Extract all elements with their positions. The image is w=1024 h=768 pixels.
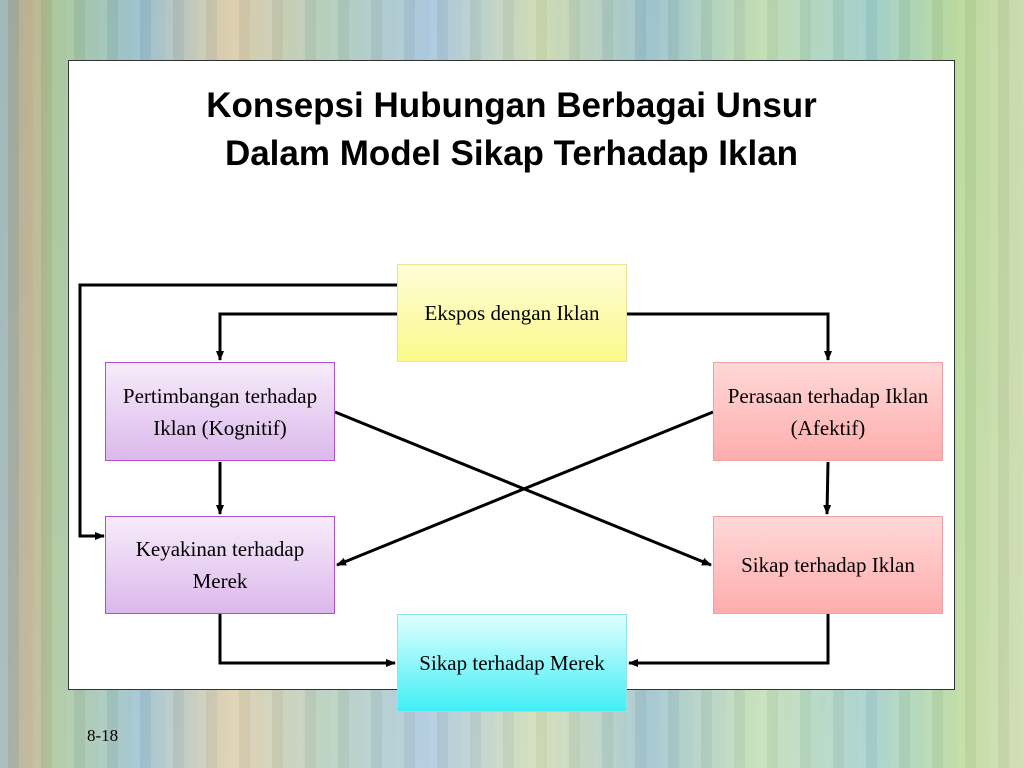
node-ad-feelings-label: Perasaan terhadap Iklan (Afektif) [727,383,929,440]
node-ad-exposure: Ekspos dengan Iklan [397,264,627,362]
connector-exposure-to-cognitive [216,312,397,361]
node-ad-exposure-label: Ekspos dengan Iklan [424,301,600,325]
connector-brand-belief-to-brand-attitude [218,614,396,667]
node-attitude-toward-ad: Sikap terhadap Iklan [713,516,943,614]
slide-number: 8-18 [87,726,119,745]
connector-affective-to-ad-attitude [823,461,832,515]
connector-affective-to-brand-belief [336,410,714,567]
slide-title-line-1: Konsepsi Hubungan Berbagai Unsur [206,86,817,125]
node-attitude-toward-brand: Sikap terhadap Merek [397,614,627,712]
node-ad-feelings: Perasaan terhadap Iklan (Afektif) [713,362,943,461]
connector-exposure-to-brand-belief [78,283,397,540]
connector-ad-attitude-to-brand-attitude [628,614,830,667]
node-ad-cognition: Pertimbangan terhadap Iklan (Kognitif) [105,362,335,461]
connector-exposure-to-affective [627,312,832,361]
slide-title-line-2: Dalam Model Sikap Terhadap Iklan [224,134,799,173]
slide-title: Konsepsi Hubungan Berbagai Unsur Dalam M… [68,82,955,178]
node-ad-cognition-label: Pertimbangan terhadap Iklan (Kognitif) [122,383,318,440]
node-attitude-toward-brand-label: Sikap terhadap Merek [419,651,605,675]
node-brand-beliefs-label: Keyakinan terhadap Merek [135,537,305,593]
node-brand-beliefs: Keyakinan terhadap Merek [105,516,335,614]
node-attitude-toward-ad-label: Sikap terhadap Iklan [741,553,915,577]
